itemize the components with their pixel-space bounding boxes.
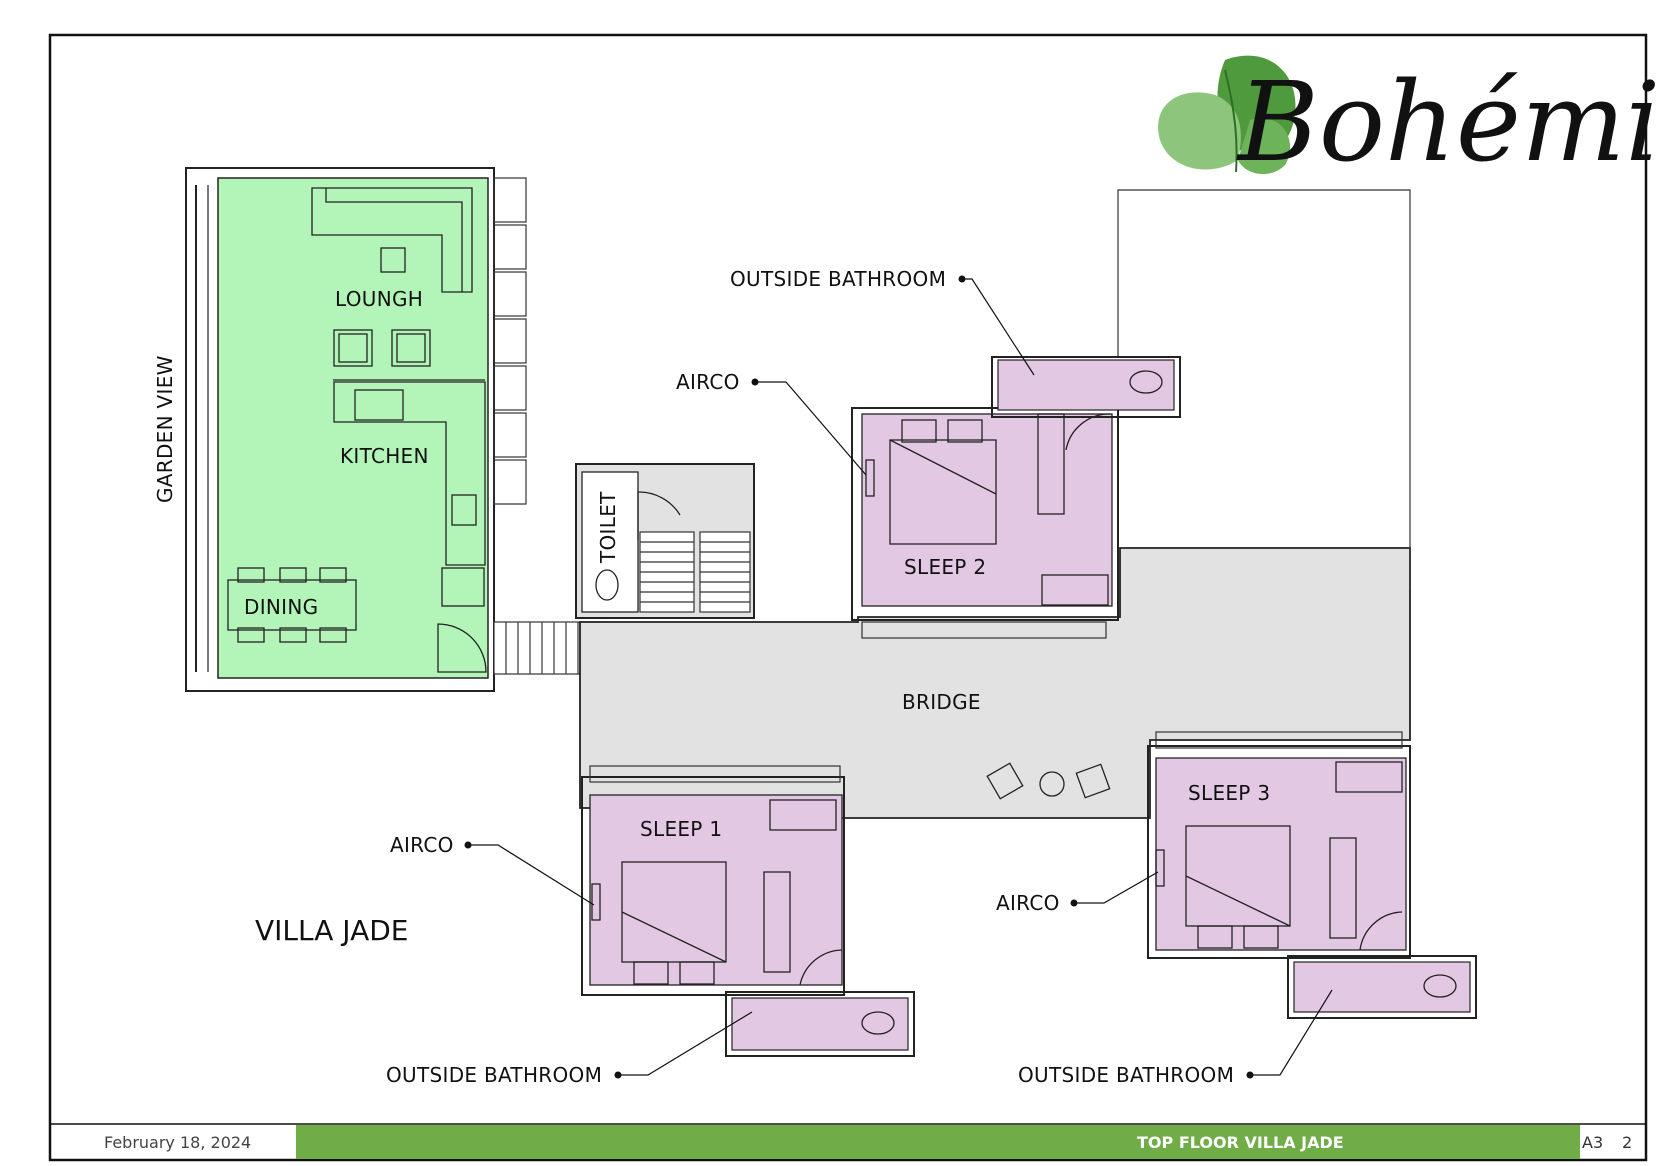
room-label-sleep1: SLEEP 1 (640, 817, 722, 841)
sleep2-outside-bathroom (991, 356, 1181, 418)
sleep2-bed (889, 419, 997, 545)
lounge-furniture (311, 187, 485, 381)
footer-bar (296, 1125, 1580, 1159)
window-bays (493, 177, 527, 505)
footer-date: February 18, 2024 (104, 1133, 251, 1152)
bohemi-logo: Bohémi (1158, 55, 1661, 186)
title-block: February 18, 2024 TOP FLOOR VILLA JADE A… (50, 1123, 1646, 1159)
room-label-sleep3: SLEEP 3 (1188, 781, 1270, 805)
footer-sheet-size: A3 (1582, 1133, 1603, 1152)
bridge-table (1039, 771, 1065, 797)
kitchen-counter (333, 381, 486, 607)
svg-text:AIRCO: AIRCO (390, 833, 454, 857)
callout-outside-bathroom-bottom-right: OUTSIDE BATHROOM (1018, 989, 1333, 1087)
toilet-icon (861, 1011, 895, 1035)
bridge-chair (986, 762, 1024, 800)
stair-core: TOILET (493, 463, 755, 675)
sleep2-suite: SLEEP 2 (851, 189, 1411, 639)
logo-wordmark: Bohémi (1236, 58, 1661, 186)
living-floor (217, 177, 489, 679)
sleep1-bed (621, 861, 727, 985)
callout-outside-bathroom-top: OUTSIDE BATHROOM (730, 267, 1035, 376)
callout-airco-sleep3: AIRCO (996, 871, 1159, 915)
living-entrance-door (437, 623, 487, 673)
villa-name: VILLA JADE (255, 914, 408, 947)
callout-airco-sleep1: AIRCO (390, 833, 595, 906)
sleep3-outside-bathroom (1287, 955, 1477, 1019)
drawing-frame (48, 33, 1648, 1162)
bridge-chair (1075, 763, 1111, 799)
svg-text:OUTSIDE BATHROOM: OUTSIDE BATHROOM (1018, 1063, 1234, 1087)
sleep3-door (1359, 911, 1403, 951)
sleep1-wardrobe (763, 871, 791, 973)
toilet-icon (595, 569, 619, 601)
svg-text:AIRCO: AIRCO (996, 891, 1060, 915)
terrace-outline (1117, 189, 1411, 590)
toilet-room (581, 471, 639, 613)
toilet-door (637, 491, 681, 540)
sleep2-balcony (861, 621, 1107, 639)
callout-airco-sleep2: AIRCO (676, 370, 867, 476)
room-label-toilet: TOILET (596, 491, 620, 564)
leaf-icon (1158, 55, 1296, 175)
toilet-icon (1423, 974, 1457, 998)
sleep1-door (799, 949, 843, 986)
footer-title: TOP FLOOR VILLA JADE (1137, 1133, 1344, 1152)
sleep3-floor (1155, 757, 1407, 951)
svg-text:OUTSIDE BATHROOM: OUTSIDE BATHROOM (730, 267, 946, 291)
sleep1-suite: SLEEP 1 (581, 765, 915, 1057)
sleep1-balcony (589, 765, 841, 783)
stair-treads (639, 531, 751, 613)
svg-text:OUTSIDE BATHROOM: OUTSIDE BATHROOM (386, 1063, 602, 1087)
sleep3-suite: SLEEP 3 (1147, 731, 1477, 1019)
sleep2-floor (861, 413, 1113, 607)
living-zone: LOUNGH KITCHEN DINING GARDEN VIEW (153, 167, 527, 692)
sleep1-sofa (769, 799, 837, 831)
sleep1-outside-bathroom (725, 991, 915, 1057)
sleep3-sofa (1335, 761, 1403, 793)
toilet-icon (1129, 370, 1163, 394)
callout-outside-bathroom-bottom-left: OUTSIDE BATHROOM (386, 1011, 753, 1087)
room-label-lounge: LOUNGH (335, 287, 423, 311)
sleep3-wardrobe (1329, 837, 1357, 939)
sleep2-wardrobe (1037, 413, 1065, 515)
sleep3-bed (1185, 825, 1291, 949)
svg-text:AIRCO: AIRCO (676, 370, 740, 394)
airco-unit (865, 459, 875, 497)
dining-table (227, 567, 357, 643)
sleep2-door (1065, 413, 1111, 451)
room-label-kitchen: KITCHEN (340, 444, 429, 468)
room-label-dining: DINING (244, 595, 318, 619)
room-label-sleep2: SLEEP 2 (904, 555, 986, 579)
sleep2-sofa (1041, 574, 1109, 606)
airco-unit (591, 883, 601, 921)
airco-unit (1155, 849, 1165, 887)
footer-page-number: 2 (1622, 1133, 1632, 1152)
sleep3-balcony (1155, 731, 1403, 749)
sleep1-floor (589, 794, 843, 986)
room-label-bridge: BRIDGE (902, 690, 981, 714)
room-label-garden-view: GARDEN VIEW (153, 355, 177, 503)
